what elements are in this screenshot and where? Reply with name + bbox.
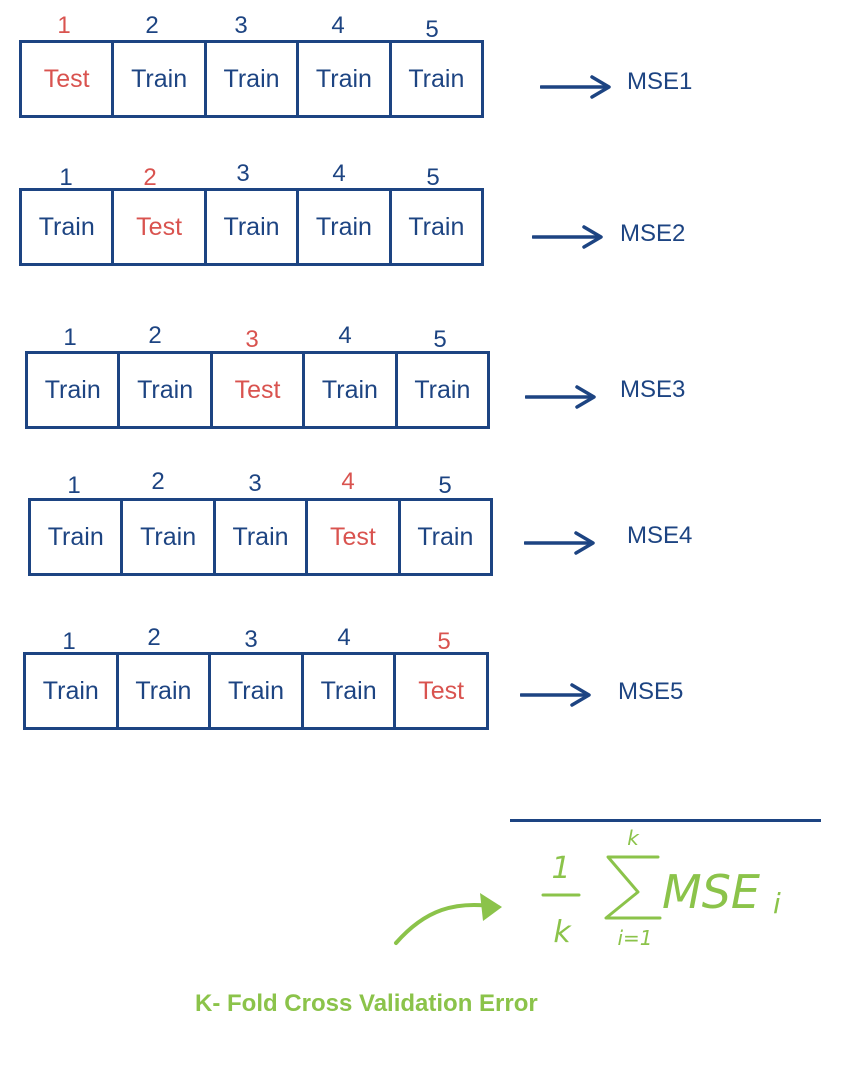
mse-label: MSE2: [620, 220, 686, 247]
summation-icon: [604, 855, 662, 920]
fold-index-2: 2: [147, 624, 161, 651]
fold-index-4: 4: [341, 468, 355, 495]
fold-index-2: 2: [151, 468, 165, 495]
mse-label: MSE3: [620, 376, 686, 403]
fold-index-2: 2: [143, 164, 157, 191]
train-cell: Train: [211, 655, 304, 727]
train-cell: Train: [305, 354, 398, 426]
fold-index-3: 3: [245, 326, 259, 353]
fold-index-3: 3: [234, 12, 248, 39]
train-cell: Train: [414, 375, 471, 404]
fold-index-3: 3: [248, 470, 262, 497]
formula-arrowhead-icon: [480, 893, 502, 921]
mse-label: MSE4: [627, 522, 693, 549]
train-cell: Train: [408, 212, 465, 241]
fold-index-5: 5: [433, 326, 447, 353]
formula-denominator: k: [553, 915, 572, 950]
formula-numerator: 1: [551, 851, 570, 886]
fold-index-3: 3: [244, 626, 258, 653]
fold-index-1: 1: [62, 628, 76, 655]
test-cell: Test: [418, 676, 465, 705]
train-cell: Train: [119, 655, 212, 727]
fold-index-5: 5: [437, 628, 451, 655]
train-cell: Train: [114, 43, 207, 115]
right-arrow-icon: [525, 385, 596, 409]
train-cell: Train: [26, 655, 119, 727]
right-arrow-icon: [540, 75, 611, 99]
train-cell: Train: [31, 501, 124, 573]
train-cell: Train: [22, 191, 115, 263]
caption: K- Fold Cross Validation Error: [195, 990, 538, 1017]
train-cell: Train: [28, 354, 121, 426]
right-arrow-icon: [524, 531, 595, 555]
fold-index-4: 4: [337, 624, 351, 651]
test-cell: Test: [213, 354, 306, 426]
formula-subscript: i: [773, 887, 781, 920]
fold-index-1: 1: [59, 164, 73, 191]
fold-index-1: 1: [57, 12, 71, 39]
fold-index-1: 1: [63, 324, 77, 351]
test-cell: Test: [22, 43, 115, 115]
fold-index-5: 5: [425, 16, 439, 43]
mse-label: MSE5: [618, 678, 684, 705]
train-cell: Train: [408, 64, 465, 93]
formula-graphic: 1 k k i=1 MSE i: [394, 826, 781, 950]
fold-index-4: 4: [332, 160, 346, 187]
fold-index-5: 5: [438, 472, 452, 499]
formula-overline: [510, 819, 821, 822]
formula-sum-lower: i=1: [617, 926, 652, 950]
fold-index-5: 5: [426, 164, 440, 191]
train-cell: Train: [299, 191, 392, 263]
fold-index-1: 1: [67, 472, 81, 499]
right-arrow-icon: [532, 225, 603, 249]
fold-index-2: 2: [148, 322, 162, 349]
train-cell: Train: [216, 501, 309, 573]
test-cell: Test: [308, 501, 401, 573]
train-cell: Train: [207, 43, 300, 115]
fold-index-2: 2: [145, 12, 159, 39]
fold-index-4: 4: [331, 12, 345, 39]
formula-sum-upper: k: [627, 826, 640, 850]
train-cell: Train: [417, 522, 474, 551]
fold-index-4: 4: [338, 322, 352, 349]
train-cell: Train: [304, 655, 397, 727]
train-cell: Train: [207, 191, 300, 263]
mse-label: MSE1: [627, 68, 693, 95]
train-cell: Train: [120, 354, 213, 426]
test-cell: Test: [114, 191, 207, 263]
train-cell: Train: [123, 501, 216, 573]
train-cell: Train: [299, 43, 392, 115]
right-arrow-icon: [520, 683, 591, 707]
formula-term: MSE: [662, 865, 760, 919]
fold-index-3: 3: [236, 160, 250, 187]
